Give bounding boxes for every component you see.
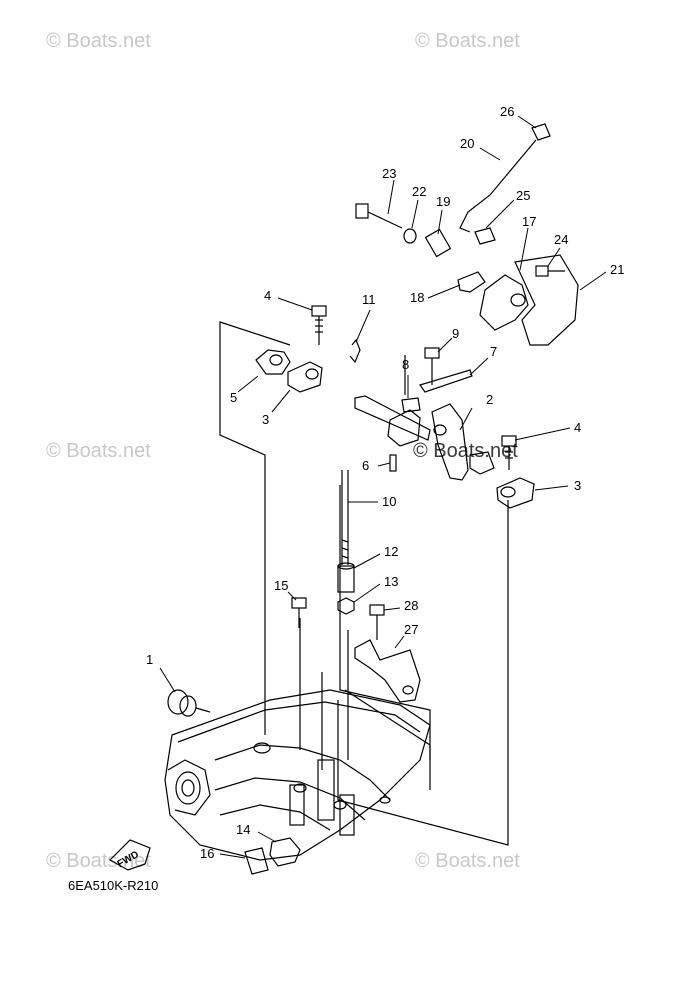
diagram-code: 6EA510K-R210 [68,878,159,893]
callout-20: 20 [460,136,474,151]
assembly-lines [219,321,509,846]
part-20-rod [459,139,537,233]
callout-22: 22 [412,184,426,199]
part-22-washer [403,228,417,244]
part-27-bracket [354,639,421,703]
callout-23: 23 [382,166,396,181]
watermark-top-left: © Boats.net [46,30,151,52]
callout-5: 5 [230,390,237,405]
callout-3-right: 3 [574,478,581,493]
callout-26: 26 [500,104,514,119]
callout-2: 2 [486,392,493,407]
part-26-cap [531,123,551,141]
callout-6: 6 [362,458,369,473]
part-9-screw [424,347,440,385]
part-18-link [457,271,486,293]
callout-4-left: 4 [264,288,271,303]
part-12-collar [337,562,355,593]
part-11-clip [349,338,361,364]
part-14-clip [269,837,301,867]
callout-labels: 1 2 3 3 4 4 5 6 7 8 9 10 11 12 13 14 15 … [116,104,625,870]
callout-18: 18 [410,290,424,305]
part-1-grommet [167,689,211,717]
callout-24: 24 [554,232,568,247]
part-3-bracket-right [496,477,535,509]
part-8-clip [401,397,421,413]
callout-13: 13 [384,574,398,589]
callout-25: 25 [516,188,530,203]
watermark-bottom-left: © Boats.net [46,850,151,872]
part-25-clip [474,227,496,245]
callout-15: 15 [274,578,288,593]
part-23-bolt [355,203,403,229]
watermark-mid-left: © Boats.net [46,440,151,462]
callout-10: 10 [382,494,396,509]
part-10-rod [341,470,349,565]
part-16-holder [244,847,269,875]
callout-21: 21 [610,262,624,277]
callout-14: 14 [236,822,250,837]
callout-3-left: 3 [262,412,269,427]
callout-12: 12 [384,544,398,559]
part-19-collar [424,228,452,258]
watermark-bottom-right: © Boats.net [415,850,520,872]
watermark-top-right: © Boats.net [415,30,520,52]
part-4-bolt-right [501,435,517,470]
callout-11: 11 [362,292,376,307]
part-4-bolt-left [311,305,327,345]
callout-8: 8 [402,357,409,372]
callout-9: 9 [452,326,459,341]
part-24-bolt [535,265,565,277]
fwd-arrow-icon [109,839,151,871]
callout-17: 17 [522,214,536,229]
part-28-bolt [369,604,385,640]
callout-1: 1 [146,652,153,667]
callout-7: 7 [490,344,497,359]
part-5-collar [255,349,291,375]
callout-4-right: 4 [574,420,581,435]
leader-lines [159,115,607,859]
part-3-bracket-left [287,361,323,393]
part-6-pin [389,454,397,472]
callout-27: 27 [404,622,418,637]
part-17-throttle-lever [479,274,529,331]
part-15-bolt [291,597,307,628]
bottom-cowling [164,689,431,861]
part-13-nut [337,597,355,615]
part-21-bracket [514,254,579,346]
part-2-shift-shaft [354,395,495,481]
callout-19: 19 [436,194,450,209]
callout-16: 16 [200,846,214,861]
part-7-plate [419,369,473,393]
callout-28: 28 [404,598,418,613]
